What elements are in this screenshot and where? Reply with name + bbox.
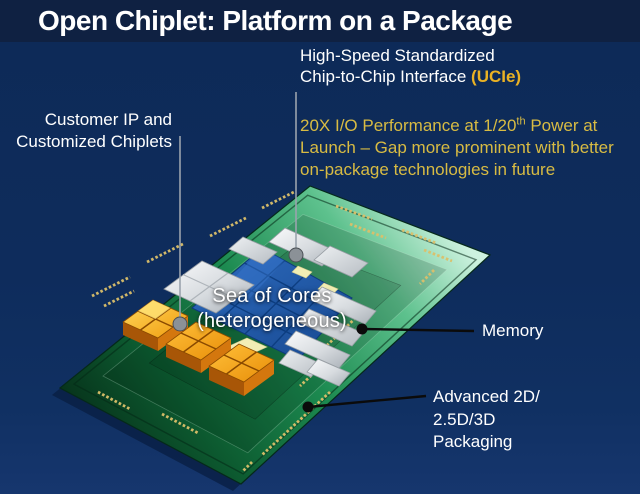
left-silver-tiles xyxy=(163,260,255,314)
annotation-interface-line2: Chip-to-Chip Interface (UCIe) xyxy=(300,67,522,86)
annotation-interface-line1: High-Speed Standardized xyxy=(300,46,495,65)
annotation-performance-line3: on-package technologies in future xyxy=(300,160,556,179)
orange-chiplet-2 xyxy=(165,321,232,373)
leader-line-packaging xyxy=(307,394,427,409)
annotation-packaging-line1: Advanced 2D/ xyxy=(433,387,540,406)
title-banner: Open Chiplet: Platform on a Package xyxy=(0,0,640,42)
leader-dot-interface xyxy=(288,247,304,263)
annotation-interface: High-Speed Standardized Chip-to-Chip Int… xyxy=(300,45,580,87)
annotation-performance-line1: 20X I/O Performance at 1/20th Power at xyxy=(300,115,598,135)
top-silver-chip-2 xyxy=(313,245,369,278)
diagram-area: High-Speed Standardized Chip-to-Chip Int… xyxy=(0,42,640,494)
bottom-silver-chips xyxy=(278,349,351,387)
annotation-memory: Memory xyxy=(482,321,544,340)
leader-dot-memory xyxy=(356,323,368,335)
annotation-performance-line2: Launch – Gap more prominent with better xyxy=(300,138,614,157)
annotation-performance: 20X I/O Performance at 1/20th Power at L… xyxy=(300,115,640,181)
annotation-customer-line2: Customized Chiplets xyxy=(16,132,172,151)
leader-dot-packaging xyxy=(302,401,314,413)
annotation-packaging: Advanced 2D/ 2.5D/3D Packaging xyxy=(433,386,540,454)
top-silver-chip-small xyxy=(228,236,278,265)
die-label: Sea of Cores (heterogeneous) xyxy=(152,284,392,334)
leader-line-memory xyxy=(361,327,475,333)
annotation-customer: Customer IP and Customized Chiplets xyxy=(0,109,172,153)
orange-chiplet-3 xyxy=(208,343,275,396)
superscript-th: th xyxy=(516,115,526,128)
annotation-packaging-line3: Packaging xyxy=(433,432,513,451)
die-label-line2: (heterogeneous) xyxy=(197,310,347,332)
leader-dot-customer xyxy=(172,316,188,332)
slide-title: Open Chiplet: Platform on a Package xyxy=(38,5,513,36)
memory-chip-stack xyxy=(284,286,377,369)
annotation-packaging-line2: 2.5D/3D xyxy=(433,409,496,429)
ucie-highlight: (UCIe) xyxy=(471,67,522,86)
die-label-line1: Sea of Cores xyxy=(212,285,332,307)
annotation-customer-line1: Customer IP and xyxy=(44,110,172,129)
